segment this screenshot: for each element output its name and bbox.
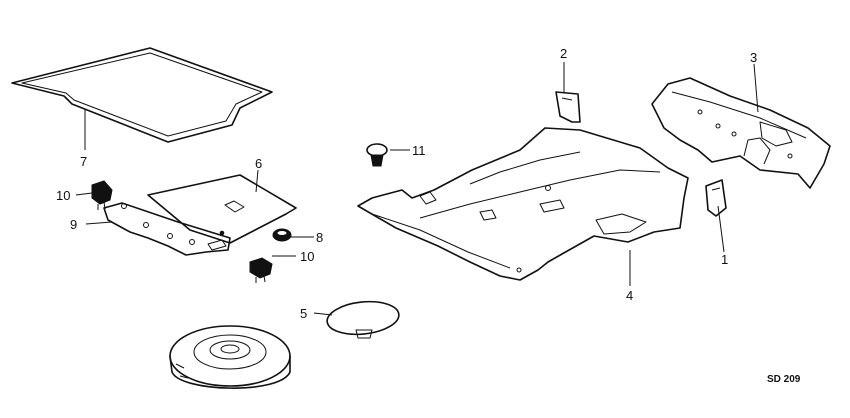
diagram-code: SD 209 xyxy=(767,374,801,385)
part-4-floor-carpet xyxy=(357,127,689,281)
part-1-side-panel xyxy=(705,179,727,217)
leader-lines xyxy=(75,62,759,316)
callout-1: 1 xyxy=(721,252,728,267)
callout-7: 7 xyxy=(80,154,87,169)
part-10-clip-upper xyxy=(91,180,113,210)
callout-11: 11 xyxy=(412,143,426,158)
part-2-side-panel xyxy=(555,91,581,123)
callout-3: 3 xyxy=(750,50,757,65)
part-3-dash-insulator xyxy=(651,77,831,189)
part-8-grommet xyxy=(272,228,292,242)
part-10-clip-lower xyxy=(249,257,273,283)
callout-2: 2 xyxy=(560,46,567,61)
callout-10-lower: 10 xyxy=(300,249,314,264)
spare-tire xyxy=(169,325,291,389)
callout-5: 5 xyxy=(300,306,307,321)
callout-labels: 7 6 10 9 8 10 11 2 3 1 4 5 SD 209 xyxy=(56,46,801,385)
callout-4: 4 xyxy=(626,288,633,303)
callout-10-upper: 10 xyxy=(56,188,70,203)
callout-6: 6 xyxy=(255,156,262,171)
part-9-bracket-plate xyxy=(103,202,231,256)
part-5-disc-cover xyxy=(326,300,400,339)
part-6-spare-cover xyxy=(147,174,297,244)
part-11-push-clip xyxy=(366,143,388,167)
callout-9: 9 xyxy=(70,217,77,232)
callout-8: 8 xyxy=(316,230,323,245)
part-7-trunk-mat xyxy=(11,47,273,143)
